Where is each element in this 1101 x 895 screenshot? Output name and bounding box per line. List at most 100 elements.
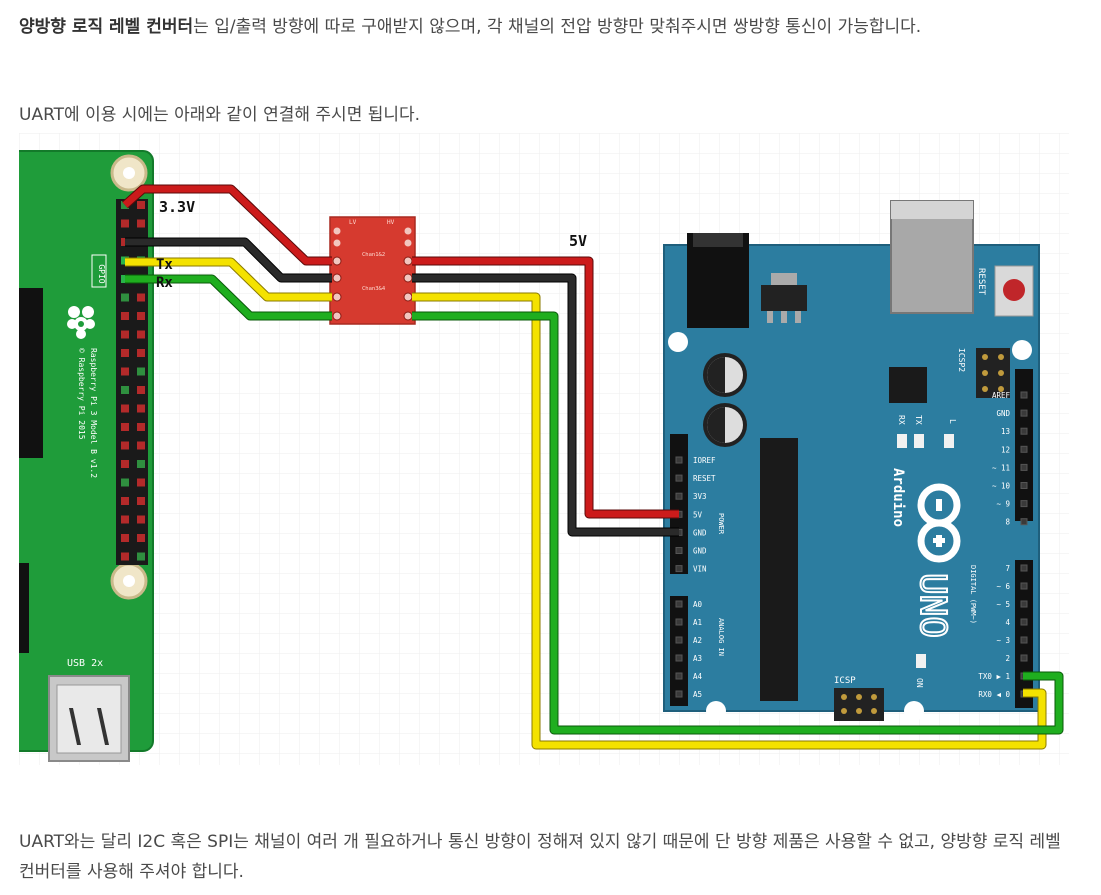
raspberry-logo-icon (67, 306, 95, 339)
digital-label: DIGITAL (PWM~) (969, 565, 977, 624)
gpio-pin (121, 293, 129, 302)
arduino-model: UNO (912, 573, 953, 638)
gpio-pin (121, 312, 129, 320)
header-pin (675, 690, 683, 698)
converter-pin (332, 273, 342, 283)
wires (122, 184, 1064, 750)
header-pin-label: 13 (1001, 427, 1010, 436)
gpio-pin (121, 367, 129, 376)
rx-led-label: RX (897, 415, 906, 425)
logic-level-converter: LV HV Chan1&2 Chan3&4 (329, 216, 416, 325)
power-label: POWER (717, 513, 725, 535)
header-pin-label: A1 (693, 618, 702, 627)
gpio-pin (121, 386, 129, 394)
header-pin (675, 636, 683, 644)
gpio-header (116, 199, 148, 565)
converter-chan2-label: Chan3&4 (362, 286, 386, 292)
header-pin (1020, 600, 1028, 608)
outro-paragraph: UART와는 달리 I2C 혹은 SPI는 채널이 여러 개 필요하거나 통신 … (19, 832, 1061, 882)
wiring-diagram: GPIO Raspberry Pi 3 Model B v1.2 © Raspb… (19, 133, 1069, 765)
gpio-pin (121, 423, 129, 431)
usb-label: USB 2x (67, 658, 103, 669)
header-pin (1020, 463, 1028, 471)
capacitor-2 (703, 403, 747, 447)
header-pin-label: ~ 11 (992, 463, 1010, 472)
converter-hv-label: HV (387, 219, 395, 226)
intro-paragraph: 양방향 로직 레벨 컨버터는 입/출력 방향에 따로 구애받지 않으며, 각 채… (19, 12, 1079, 42)
gpio-pin (137, 497, 145, 505)
header-pin-label: A0 (693, 600, 703, 609)
header-pin-label: ~ 5 (996, 600, 1010, 609)
header-pin (675, 456, 683, 464)
converter-chan1-label: Chan1&2 (362, 252, 385, 258)
header-pin-label: GND (996, 409, 1010, 418)
gpio-pin (137, 404, 145, 413)
gpio-pin (137, 441, 145, 450)
header-pin-label: 7 (1005, 564, 1010, 573)
header-pin-label: RESET (693, 474, 716, 483)
gpio-pin (121, 349, 129, 357)
intro-text: 는 입/출력 방향에 따로 구애받지 않으며, 각 채널의 전압 방향만 맞춰주… (193, 17, 922, 37)
raspberry-pi-board: GPIO Raspberry Pi 3 Model B v1.2 © Raspb… (19, 150, 154, 762)
gpio-pin (137, 423, 145, 431)
header-pin-label: A4 (693, 672, 703, 681)
header-pin (1020, 564, 1028, 572)
uart-note: UART에 이용 시에는 아래와 같이 연결해 주시면 됩니다. (19, 105, 421, 125)
header-pin (1020, 482, 1028, 489)
converter-pin (403, 273, 413, 283)
gpio-pin (121, 515, 129, 524)
label-3v3: 3.3V (159, 198, 195, 216)
gpio-pin (137, 386, 145, 394)
converter-pin (332, 292, 342, 302)
pi-copyright-text: © Raspberry Pi 2015 (77, 348, 86, 440)
header-pin (1020, 518, 1028, 526)
converter-pin (332, 256, 342, 266)
icsp2-label: ICSP2 (957, 348, 966, 372)
gpio-pin (121, 404, 129, 413)
tx-led-label: TX (914, 415, 923, 425)
converter-pin (404, 239, 412, 247)
header-pin (675, 618, 683, 626)
microcontroller-chip (760, 438, 798, 701)
header-pin (675, 547, 683, 554)
gpio-pin (121, 460, 129, 468)
header-pin-label: ~ 3 (996, 636, 1010, 645)
label-rx: Rx (156, 275, 173, 291)
l-led-label: L (948, 419, 957, 424)
converter-pin (403, 256, 413, 266)
gpio-pin (137, 552, 145, 561)
capacitor-1 (703, 353, 747, 397)
gpio-pin (137, 201, 145, 209)
converter-pin (403, 311, 413, 321)
converter-pin (403, 292, 413, 302)
gpio-pin (137, 367, 145, 376)
header-pin (675, 654, 683, 662)
header-pin-label: ~ 10 (992, 482, 1011, 491)
gpio-label: GPIO (97, 264, 106, 283)
usb-port (48, 675, 130, 762)
gpio-pin (137, 349, 145, 357)
arduino-uno-board: RESET ICSP2 RX TX L Arduino UNO (663, 200, 1040, 721)
intro-bold: 양방향 로직 레벨 컨버터 (19, 17, 194, 37)
gpio-pin (121, 534, 129, 542)
gpio-pin (137, 460, 145, 468)
header-pin-label: RX0 ◀ 0 (978, 690, 1010, 699)
dc-jack (687, 233, 749, 328)
header-pin-label: 2 (1005, 654, 1010, 663)
header-pin-label: 4 (1005, 618, 1010, 627)
gpio-pin (137, 515, 145, 524)
converter-pin (332, 311, 342, 321)
header-pin (675, 492, 683, 500)
gpio-pin (137, 293, 145, 302)
header-pin-label: 12 (1001, 445, 1010, 454)
label-5v: 5V (569, 232, 587, 250)
header-pin-label: GND (693, 528, 707, 537)
converter-pin (333, 227, 341, 235)
header-pin-label: A5 (693, 690, 702, 699)
gpio-pin (121, 441, 129, 450)
arduino-logo-icon (917, 483, 961, 563)
arduino-brand: Arduino (890, 468, 906, 527)
header-pin (1020, 500, 1028, 508)
converter-lv-label: LV (349, 219, 357, 226)
